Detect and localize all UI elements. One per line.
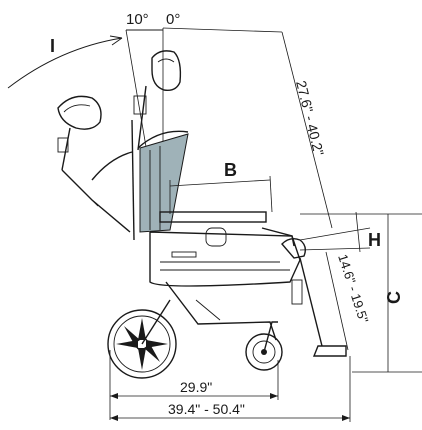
upright-backrest [131,50,189,241]
backrest-cushion [139,133,189,233]
seat-footrest-label: 14.6" - 19.5" [335,252,371,325]
rear-wheel-tire [107,309,177,379]
reclined-headrest [57,95,102,130]
wheelbase-arrow-right [270,393,278,399]
lower-frame [165,281,277,341]
angle-10-label: 10° [126,11,149,28]
footplate [312,345,347,357]
push-handle [137,130,189,149]
backrest-height-top-ext [162,27,283,33]
rear-wheel-spoke [146,340,168,348]
dimension-h-tick [355,211,361,253]
dimension-h-line-bottom [299,247,371,251]
caster-fork [263,321,278,353]
dimension-h-line-top [299,227,371,241]
recline-arc-arrow [109,35,123,46]
side-frame [149,231,301,287]
leg-rest-tube [299,257,323,347]
rear-wheel-rim [113,315,171,373]
frame-hub [205,227,227,247]
caster-rim [252,340,276,364]
dimension-wheelbase: 29.9" [109,350,279,420]
dimension-b: B [169,160,273,214]
reclined-push-handle [91,151,133,181]
seat-footrest-line [325,251,349,351]
reclined-back-frame [61,169,131,233]
rear-wheel-spoke [124,326,140,344]
rear-wheel-spoke [144,344,160,362]
dimension-letter-b: B [224,160,237,180]
dimension-letter-i: I [50,36,55,56]
dimension-h: H [299,211,381,253]
dimension-c: C [300,213,422,373]
leg-rest-clamp [291,279,303,305]
reclined-joint [91,199,99,207]
back-frame-rear [131,119,135,241]
recline-arc [7,37,123,89]
front-caster [245,321,283,371]
seat-and-frame [149,211,347,357]
headrest-detail [157,58,175,63]
wheelbase-arrow-left [110,393,118,399]
reclined-headrest-detail [63,104,91,113]
headrest [151,50,182,92]
reclined-headrest-post [61,127,71,171]
brake-label-plate [171,251,197,258]
seat-cushion [159,211,267,223]
headrest-clamp [133,95,147,115]
reclined-post-clamp [57,137,69,153]
rear-wheel-spoke [138,348,146,370]
dimension-letter-c: C [384,291,404,304]
dimension-overall-length: 39.4" - 50.4" [110,356,351,422]
backrest-height-label: 27.6" - 40.2" [293,79,327,157]
reclined-backrest-outline [57,95,133,233]
overall-length-arrow-left [110,415,118,421]
dimension-letter-h: H [368,230,381,250]
rear-wheel [107,299,177,379]
overall-length-label: 39.4" - 50.4" [168,401,245,417]
caster-tire [245,333,283,371]
armrest-front [261,227,295,247]
dimension-seat-to-footrest: 14.6" - 19.5" [325,251,372,351]
angle-0-label: 0° [166,11,180,28]
recline-angle-indicator: 10° 0° I [7,11,180,172]
overall-length-arrow-right [342,415,350,421]
backrest-height-line [281,31,333,229]
dimension-b-ext-right [269,175,273,213]
headrest-post [137,85,147,151]
dimension-backrest-height: 27.6" - 40.2" [162,27,333,229]
rear-wheel-spoke [138,318,146,340]
rear-axle-bracket [141,299,171,345]
wheelbase-label: 29.9" [180,379,212,395]
dimension-b-line [169,179,271,187]
frame-brace [195,299,221,321]
rear-wheel-spoke [116,340,138,348]
